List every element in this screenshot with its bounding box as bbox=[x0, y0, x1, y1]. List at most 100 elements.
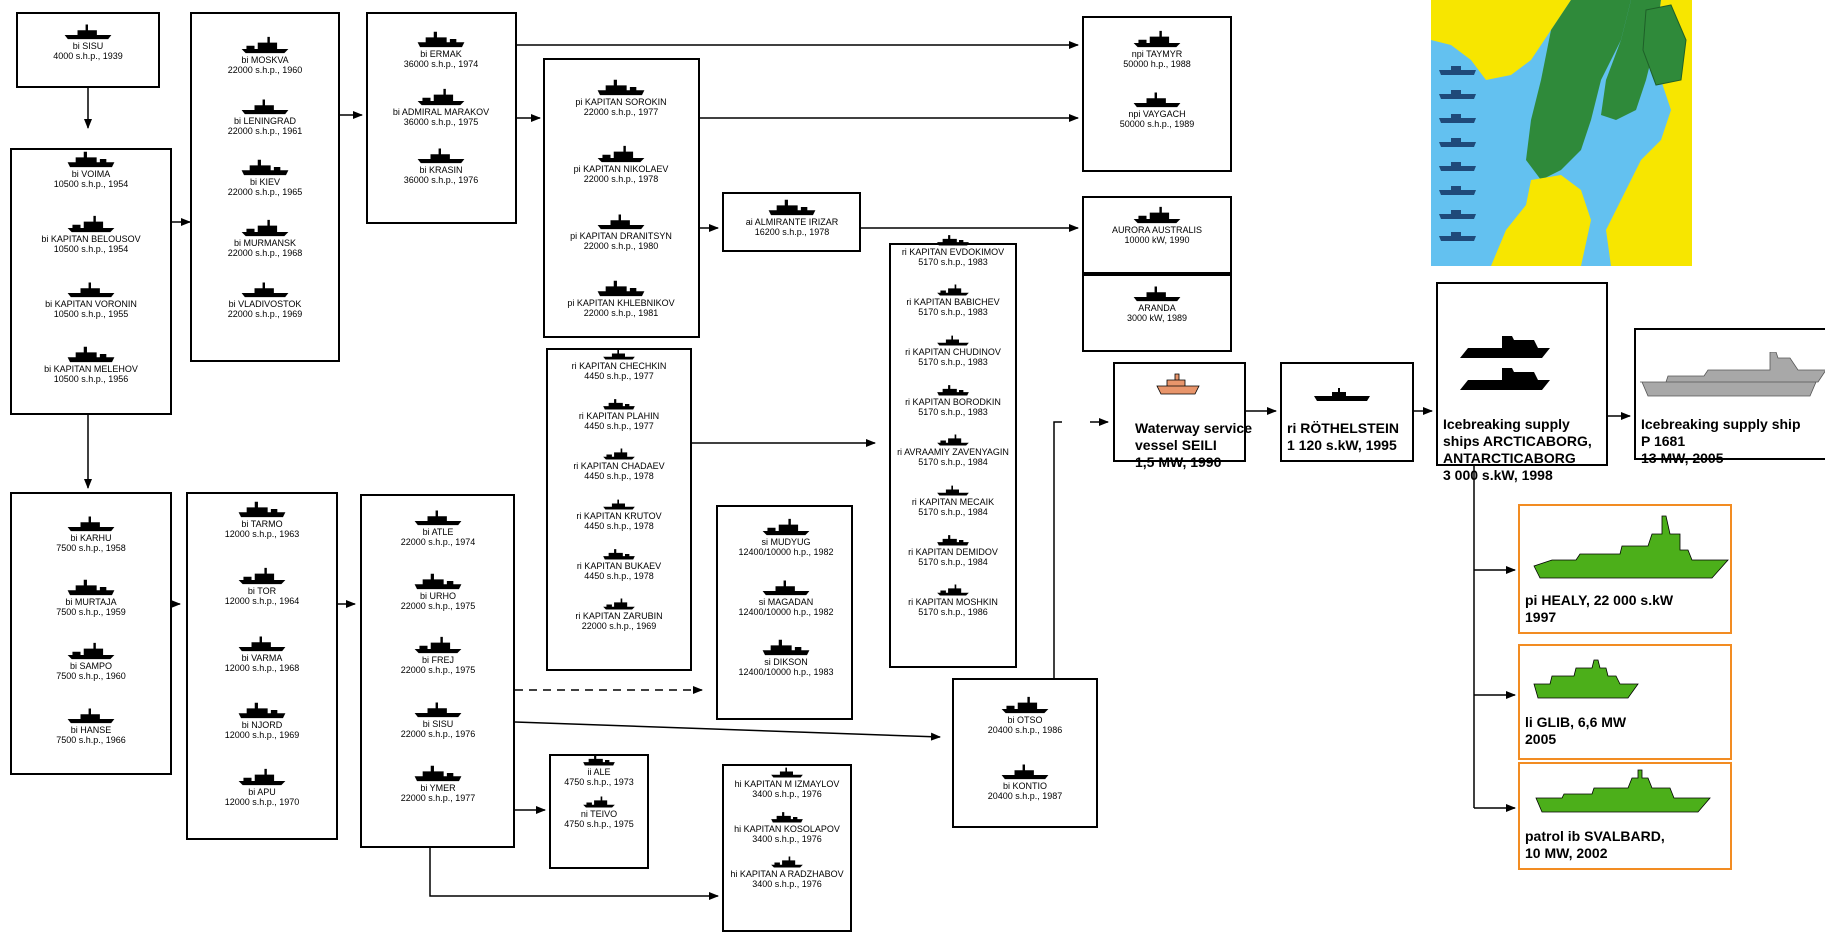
ship-silhouette-icon bbox=[21, 706, 161, 724]
vessel-name: si MAGADAN bbox=[758, 597, 814, 607]
rothelstein-line1: ri RÖTHELSTEIN bbox=[1287, 420, 1400, 436]
ship-silhouette-icon bbox=[551, 212, 691, 230]
ship-silhouette-icon bbox=[368, 700, 508, 718]
vessel-spec: 22000 s.h.p., 1968 bbox=[227, 248, 303, 258]
vessel-name: ri AVRAAMIY ZAVENYAGIN bbox=[897, 447, 1009, 457]
vessel-spec: 22000 s.h.p., 1980 bbox=[583, 241, 659, 251]
ship-glib-icon bbox=[1533, 659, 1639, 699]
vessel-name: pi KAPITAN SOROKIN bbox=[575, 97, 667, 107]
ship-silhouette-icon bbox=[717, 856, 857, 868]
vessel-name: hi KAPITAN M IZMAYLOV bbox=[734, 779, 840, 789]
vessel-spec: 22000 s.h.p., 1981 bbox=[583, 308, 659, 318]
box-sisu bbox=[16, 12, 160, 88]
vessel-spec: 12000 s.h.p., 1963 bbox=[224, 529, 300, 539]
vessel-spec: 22000 s.h.p., 1974 bbox=[400, 537, 476, 547]
vessel-name: ri KAPITAN BUKAEV bbox=[576, 561, 662, 571]
vessel-spec: 3000 kW, 1989 bbox=[1126, 313, 1188, 323]
ship-silhouette-icon bbox=[195, 280, 335, 298]
vessel-spec: 4450 s.h.p., 1977 bbox=[584, 421, 654, 431]
healy-line2: 1997 bbox=[1525, 609, 1557, 625]
box-almirante bbox=[722, 192, 861, 252]
ship-silhouette-icon bbox=[18, 22, 158, 40]
box-evdokimov bbox=[889, 243, 1017, 668]
vessel-spec: 50000 h.p., 1988 bbox=[1123, 59, 1191, 69]
arcticaborg-line4: 3 000 s.kW, 1998 bbox=[1443, 467, 1553, 483]
vessel-name: bi KAPITAN MELEHOV bbox=[44, 364, 138, 374]
vessel-name: ri KAPITAN ZARUBIN bbox=[575, 611, 663, 621]
ship-silhouette-icon bbox=[717, 811, 857, 823]
ship-silhouette-icon bbox=[883, 484, 1023, 496]
vessel-spec: 5170 s.h.p., 1983 bbox=[918, 257, 988, 267]
vessel-spec: 22000 s.h.p., 1976 bbox=[400, 729, 476, 739]
vessel-name: bi KONTIO bbox=[1002, 781, 1047, 791]
vessel-spec: 5170 s.h.p., 1983 bbox=[918, 357, 988, 367]
ship-silhouette-icon bbox=[371, 146, 511, 164]
vessel-spec: 4750 s.h.p., 1973 bbox=[564, 777, 634, 787]
svalbard-line1: patrol ib SVALBARD, bbox=[1525, 828, 1665, 844]
ship-silhouette-icon bbox=[192, 500, 332, 518]
vessel-spec: 22000 s.h.p., 1977 bbox=[400, 793, 476, 803]
box-seili: Waterway service vessel SEILI 1,5 MW, 19… bbox=[1113, 362, 1252, 470]
box-chechkin bbox=[546, 348, 692, 671]
box-p1681: Icebreaking supply ship P 1681 13 MW, 20… bbox=[1634, 328, 1825, 466]
ship-silhouette-icon bbox=[883, 534, 1023, 546]
box-atle bbox=[360, 494, 515, 848]
vessel-spec: 10500 s.h.p., 1956 bbox=[53, 374, 129, 384]
ship-silhouette-icon bbox=[21, 578, 161, 596]
vessel-spec: 20400 s.h.p., 1987 bbox=[987, 791, 1063, 801]
seili-line1: Waterway service bbox=[1135, 420, 1252, 436]
vessel-name: si MUDYUG bbox=[761, 537, 811, 547]
ship-silhouette-icon bbox=[192, 567, 332, 585]
ship-svalbard-icon bbox=[1535, 769, 1711, 813]
vessel-name: bi OTSO bbox=[1007, 715, 1043, 725]
vessel-spec: 22000 s.h.p., 1961 bbox=[227, 126, 303, 136]
vessel-name: bi MURTAJA bbox=[65, 597, 117, 607]
vessel-name: bi LENINGRAD bbox=[233, 116, 296, 126]
box-healy: pi HEALY, 22 000 s.kW 1997 bbox=[1518, 504, 1732, 634]
arcticaborg-line1: Icebreaking supply bbox=[1443, 416, 1570, 432]
vessel-name: ii ALE bbox=[587, 767, 611, 777]
box-arcticaborg: Icebreaking supply ships ARCTICABORG, AN… bbox=[1436, 282, 1608, 483]
vessel-name: bi SAMPO bbox=[69, 661, 112, 671]
ship-silhouette-icon bbox=[549, 598, 689, 610]
ship-silhouette-icon bbox=[368, 636, 508, 654]
vessel-spec: 12000 s.h.p., 1968 bbox=[224, 663, 300, 673]
ship-silhouette-icon bbox=[1087, 30, 1227, 48]
ship-silhouette-icon bbox=[549, 348, 689, 360]
vessel-name: pi KAPITAN DRANITSYN bbox=[570, 231, 672, 241]
map-karelia bbox=[1642, 4, 1687, 86]
vessel-name: bi KARHU bbox=[70, 533, 112, 543]
vessel-spec: 12000 s.h.p., 1969 bbox=[224, 730, 300, 740]
vessel-name: ri KAPITAN PLAHIN bbox=[578, 411, 660, 421]
vessel-spec: 36000 s.h.p., 1976 bbox=[403, 175, 479, 185]
vessel-name: bi MOSKVA bbox=[241, 55, 289, 65]
ship-rothelstein-icon bbox=[1314, 388, 1370, 401]
ship-silhouette-icon bbox=[195, 97, 335, 115]
ship-silhouette-icon bbox=[21, 345, 161, 363]
box-mudyug bbox=[716, 505, 853, 720]
ship-silhouette-icon bbox=[955, 696, 1095, 714]
vessel-name: bi KAPITAN VORONIN bbox=[45, 299, 137, 309]
box-svalbard: patrol ib SVALBARD, 10 MW, 2002 bbox=[1518, 762, 1732, 870]
vessel-name: bi ATLE bbox=[422, 527, 454, 537]
vessel-name: bi TARMO bbox=[241, 519, 283, 529]
vessel-spec: 7500 s.h.p., 1958 bbox=[56, 543, 126, 553]
